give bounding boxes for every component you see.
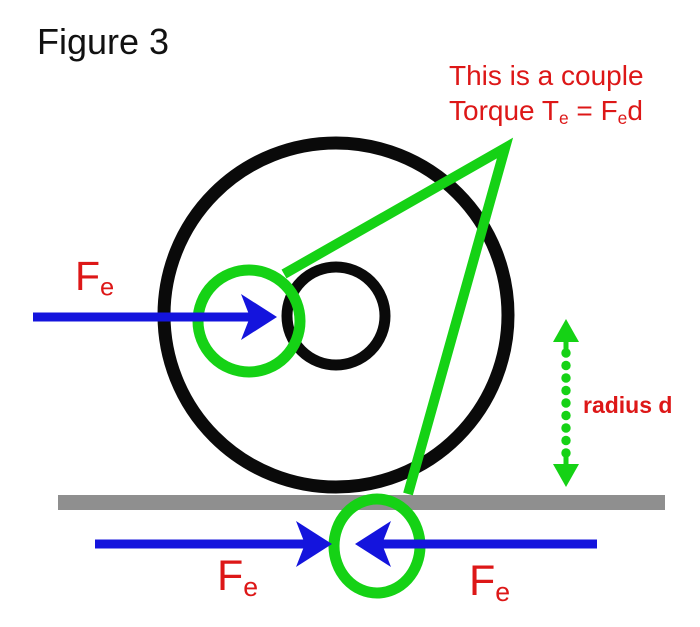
annotation-torque-text: Torque T (449, 95, 559, 126)
force-arrow-bottom-left (95, 521, 332, 567)
radius-arrow-dot (561, 360, 571, 371)
annotation-force-subscript: e (617, 107, 628, 128)
hub-circle (281, 261, 391, 371)
annotation-line-2: Torque Te = Fed (449, 93, 644, 136)
annotation-line-1: This is a couple (449, 60, 644, 91)
force-arrow-bottom-right (355, 521, 597, 567)
force-symbol: F (75, 253, 101, 299)
radius-arrow-dot (561, 398, 571, 408)
couple-annotation: This is a couple Torque Te = Fed (449, 58, 644, 136)
force-subscript: e (100, 273, 115, 302)
force-subscript: e (495, 576, 511, 607)
radius-arrow-dot (561, 385, 571, 396)
force-label-left: Fe (75, 253, 114, 303)
radius-arrow-dot (561, 348, 571, 358)
radius-arrow-down-head (553, 464, 579, 487)
radius-arrow-up-head (553, 319, 579, 342)
force-symbol: F (469, 557, 496, 605)
annotation-torque-subscript: e (559, 107, 569, 128)
force-arrow-left-head (241, 294, 277, 340)
figure-title: Figure 3 (37, 21, 170, 62)
annotation-equals-force-text: = F (568, 95, 618, 126)
force-arrow-left (33, 294, 277, 340)
radius-arrow-dot (561, 423, 571, 433)
radius-arrow-dot (561, 410, 571, 421)
force-label-bottom-left: Fe (217, 552, 258, 603)
force-subscript: e (243, 571, 259, 602)
radius-arrow-dot (561, 373, 571, 383)
radius-label: radius d (583, 392, 673, 418)
force-symbol: F (217, 552, 244, 600)
annotation-distance-text: d (627, 95, 643, 126)
force-arrow-bottom-right-head (355, 521, 391, 567)
couple-pointer-line (281, 137, 514, 496)
radius-arrow (553, 319, 579, 487)
force-arrow-bottom-left-head (296, 521, 332, 567)
force-label-bottom-right: Fe (469, 557, 510, 608)
radius-arrow-dot (561, 448, 571, 458)
radius-arrow-dot (561, 435, 571, 446)
